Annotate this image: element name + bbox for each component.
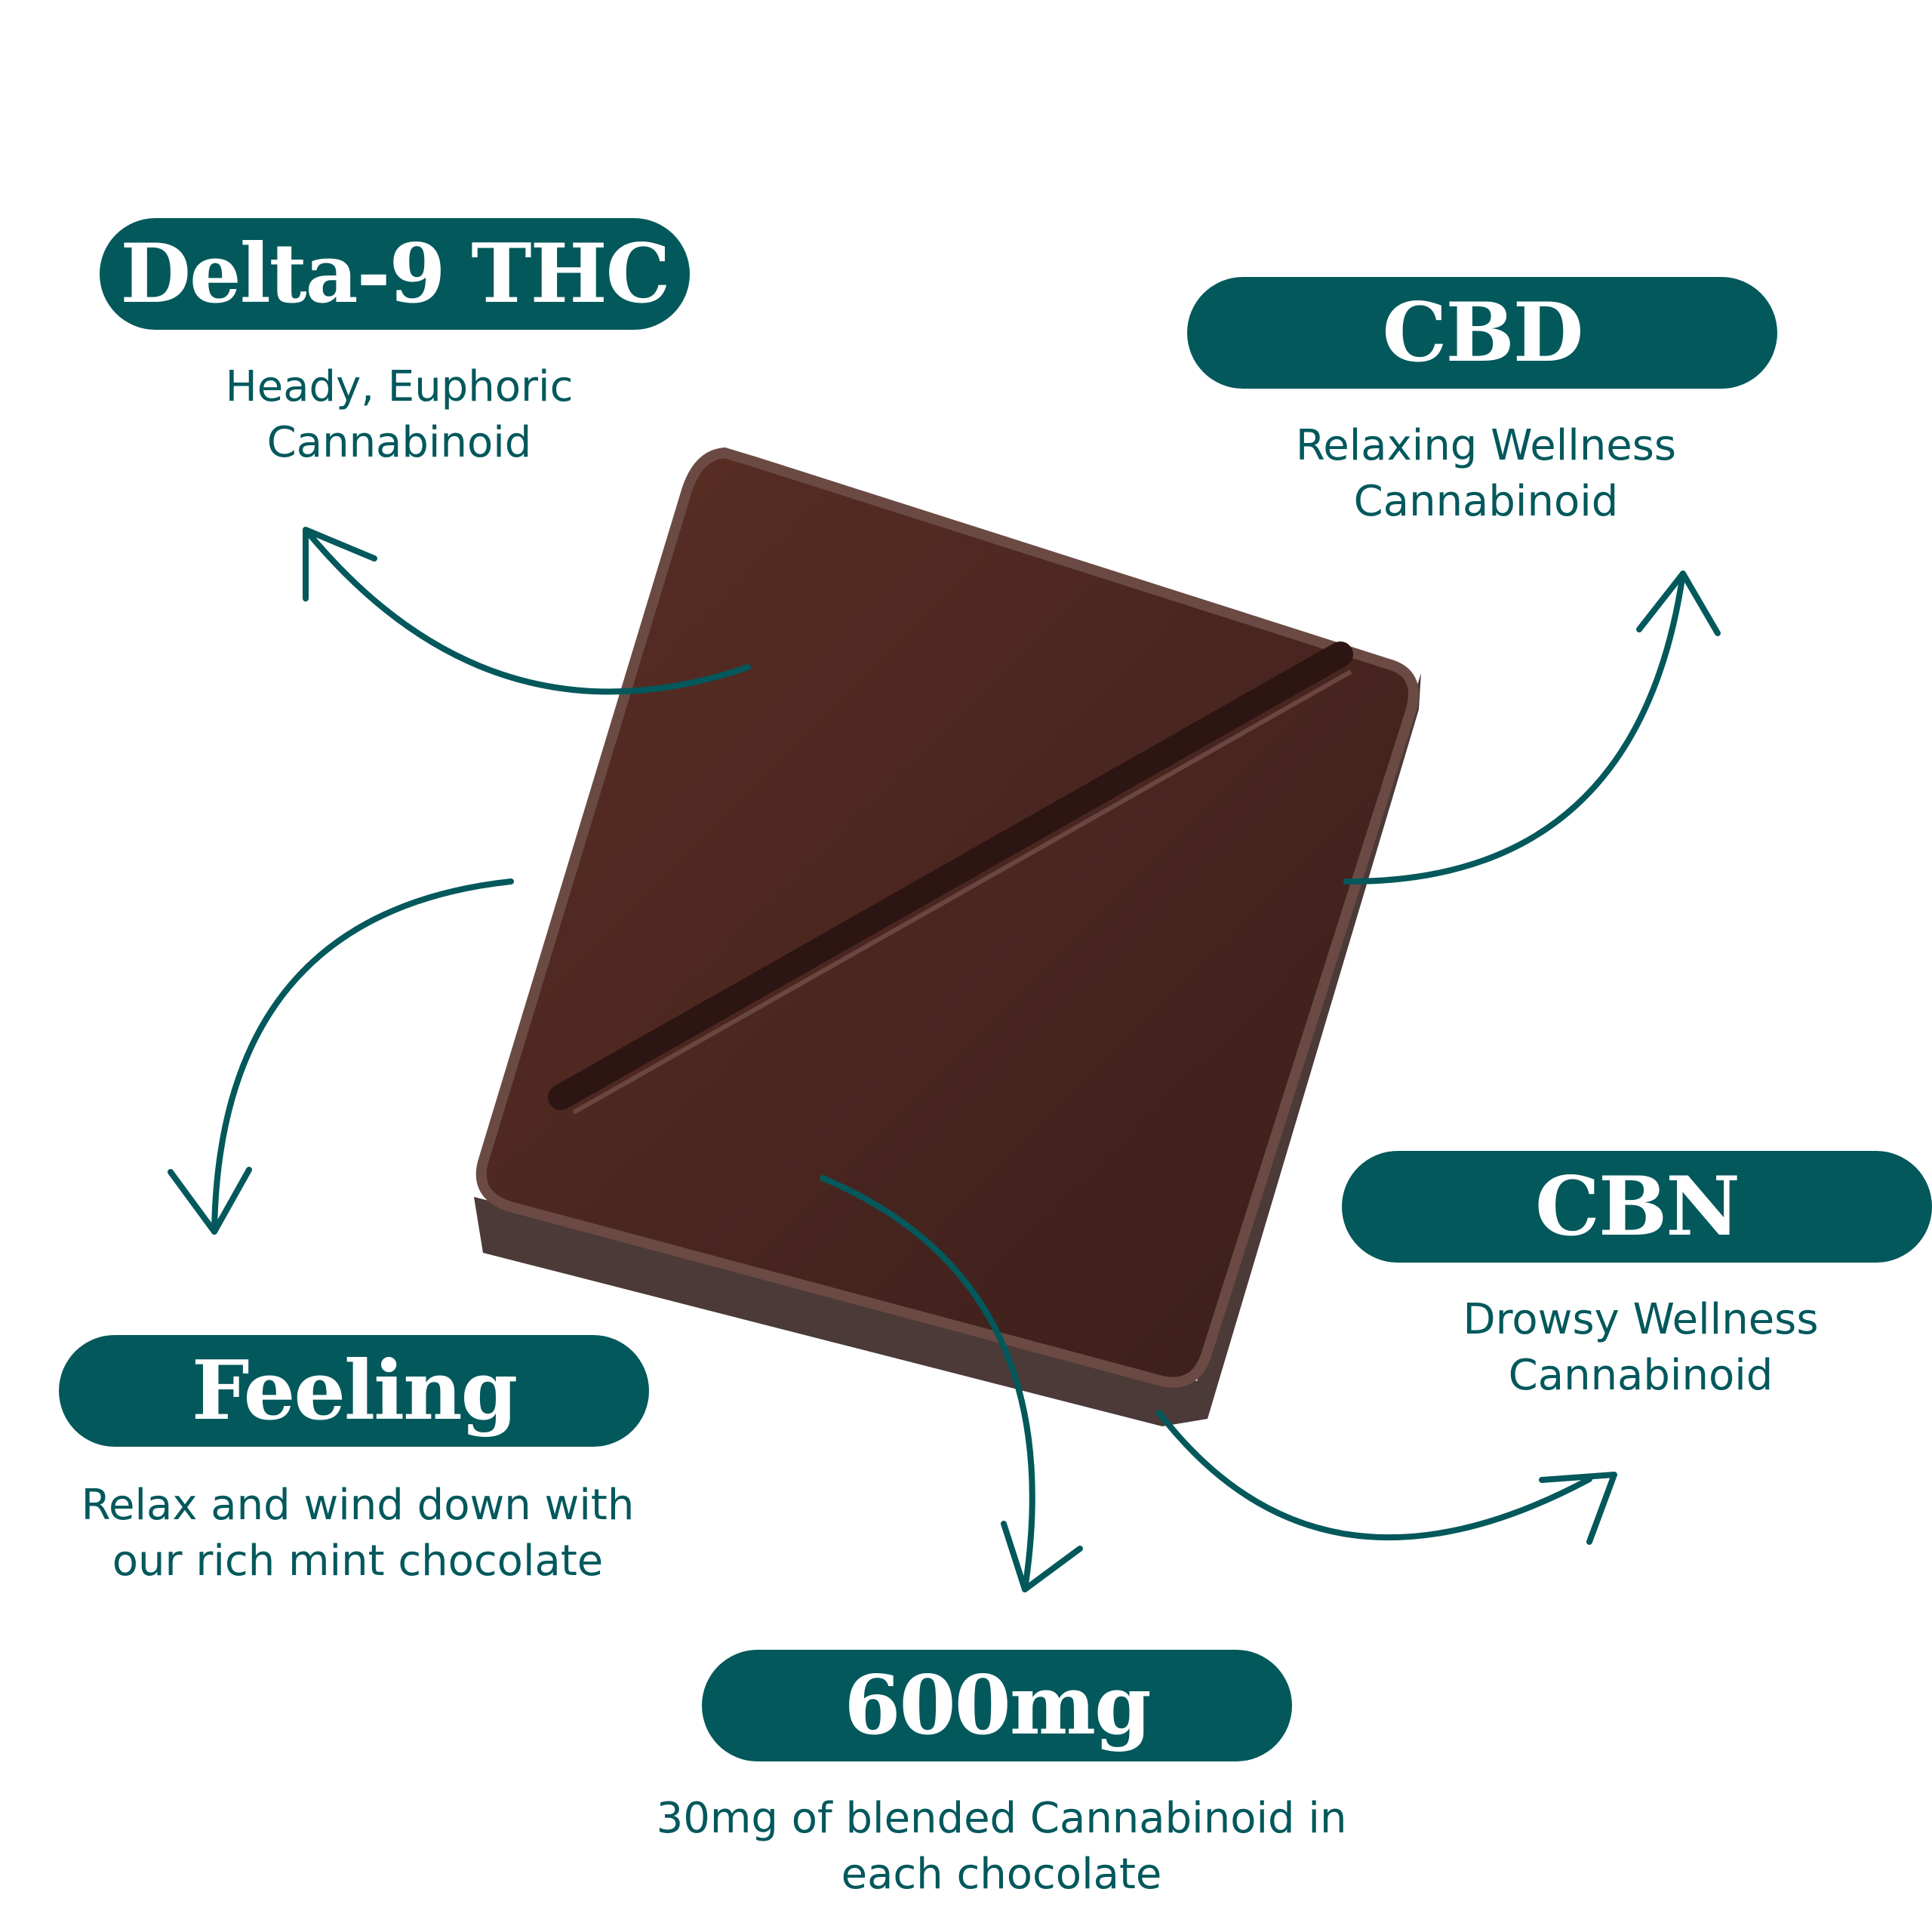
cbd-badge: CBD xyxy=(1187,277,1777,389)
arrow-cbn xyxy=(1156,1410,1617,1545)
caption-line: Heady, Euphoric xyxy=(225,362,574,411)
arrow-feeling xyxy=(168,878,514,1235)
caption-line: Cannabinoid xyxy=(1508,1351,1774,1400)
caption-line: Cannabinoid xyxy=(266,418,532,467)
caption-line: Relax and wind down with xyxy=(81,1481,635,1530)
arrow-cbd xyxy=(1343,571,1721,885)
caption-line: Relaxing Wellness xyxy=(1295,421,1677,470)
groove-highlight xyxy=(572,669,1352,1115)
cbn-badge: CBN xyxy=(1342,1151,1932,1263)
arrow-delta9 xyxy=(303,527,751,695)
caption-line: Cannabinoid xyxy=(1353,477,1619,526)
caption-line: 30mg of blended Cannabinoid in xyxy=(656,1794,1347,1843)
dosage-badge: 600mg xyxy=(702,1650,1292,1761)
feeling-badge: Feeling xyxy=(59,1335,649,1447)
delta9-badge: Delta-9 THC xyxy=(100,218,690,330)
arrow-600mg xyxy=(820,1175,1083,1592)
feeling-caption: Relax and wind down with our rich mint ch… xyxy=(0,1478,735,1589)
caption-line: our rich mint chocolate xyxy=(112,1537,604,1586)
dosage-caption: 30mg of blended Cannabinoid in each choco… xyxy=(624,1791,1379,1903)
chocolate-top xyxy=(475,447,1419,1388)
caption-line: each chocolate xyxy=(841,1850,1162,1899)
chocolate-groove xyxy=(548,641,1353,1110)
caption-line: Drowsy Wellness xyxy=(1463,1295,1819,1344)
